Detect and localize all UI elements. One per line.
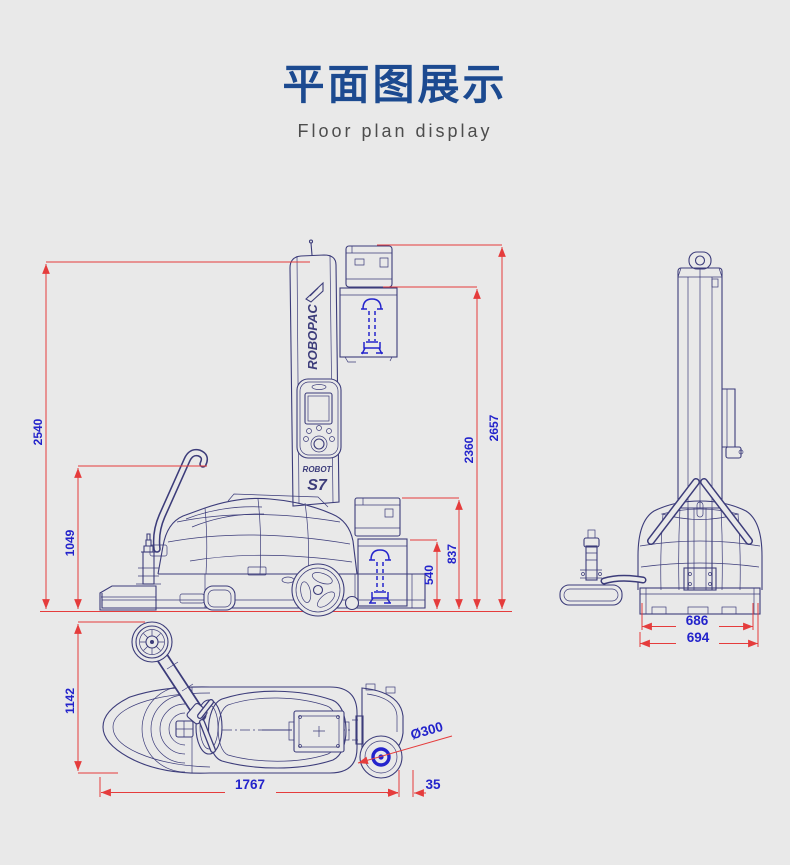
model-name-text: S7 <box>307 477 328 494</box>
probe-foot-pad <box>559 584 623 606</box>
dim-label-2360: 2360 <box>462 436 476 463</box>
dim-label-1767: 1767 <box>235 777 265 792</box>
page-title: 平面图展示 <box>282 61 508 108</box>
front-view-bracket <box>722 388 744 459</box>
side-view-probe <box>99 533 161 611</box>
dim-label-1142: 1142 <box>63 688 77 714</box>
front-view-handles <box>647 478 753 591</box>
dimension-handle-height: 1049 <box>63 465 207 609</box>
dim-label-694: 694 <box>687 630 710 645</box>
top-view-dimensions: 1142 1767 35 Ø300 <box>63 621 453 797</box>
side-view-control-panel <box>296 378 342 459</box>
floor-plan-drawing: ROBOPAC ROBOT S7 <box>0 228 790 865</box>
front-view-base <box>639 587 761 615</box>
dimension-rear-offset: 35 <box>387 777 441 797</box>
side-view-base <box>101 566 426 611</box>
film-carriage-raised <box>339 245 398 363</box>
brand-logo-text: ROBOPAC <box>305 304 320 370</box>
dim-label-2540: 2540 <box>31 418 45 445</box>
top-view-carriage <box>288 710 350 753</box>
cad-drawing-svg: ROBOPAC ROBOT S7 <box>31 239 763 797</box>
dim-label-2657: 2657 <box>487 414 501 441</box>
side-view-dimensions: 2540 1049 2657 2360 <box>31 244 506 609</box>
page-header: 平面图展示 Floor plan display <box>0 0 790 142</box>
antenna <box>310 242 313 256</box>
page-subtitle: Floor plan display <box>297 121 493 141</box>
roller-hub <box>371 747 391 767</box>
front-view-probe-arm <box>559 529 647 606</box>
dim-label-540: 540 <box>422 565 436 585</box>
dimension-film-carriage-height: 540 <box>410 539 441 609</box>
film-roll-symbol-lowered <box>369 549 391 604</box>
dimension-max-height: 2657 <box>377 244 506 609</box>
front-view: 686 694 <box>559 251 763 648</box>
side-view-handle <box>149 448 209 557</box>
side-view-mast: ROBOPAC <box>289 239 340 507</box>
top-view-steering <box>131 621 216 753</box>
dim-label-686: 686 <box>686 613 709 628</box>
dimension-overall-width: 694 <box>640 630 758 648</box>
lifting-eye <box>688 251 712 270</box>
side-view-body <box>157 493 358 575</box>
dim-label-837: 837 <box>445 544 459 564</box>
top-view-roller-wheel <box>359 735 403 779</box>
dimension-overall-length: 1767 <box>99 770 414 797</box>
front-view-dimensions: 686 694 <box>639 603 759 648</box>
side-view-drive-wheel <box>291 563 360 617</box>
front-view-mast <box>677 251 723 509</box>
dimension-base-width: 686 <box>642 613 753 631</box>
robopac-flag-icon <box>305 281 324 303</box>
dimension-overall-height: 2540 <box>31 261 310 609</box>
side-view: ROBOPAC ROBOT S7 <box>31 239 512 617</box>
model-series-text: ROBOT <box>303 465 333 474</box>
caster-wheel <box>203 585 236 611</box>
dimension-top-overall-width: 1142 <box>63 621 145 774</box>
dimension-film-unit-height: 837 <box>402 497 463 609</box>
dim-label-35: 35 <box>425 777 441 792</box>
film-carriage-lowered <box>354 497 408 607</box>
dim-label-1049: 1049 <box>63 529 77 556</box>
film-roll-symbol-raised <box>361 298 383 355</box>
top-view: 1142 1767 35 Ø300 <box>63 621 453 797</box>
dimension-carriage-raised-height: 2360 <box>383 286 481 609</box>
dim-label-roller-diameter: Ø300 <box>409 719 445 743</box>
panel-screen <box>304 392 333 425</box>
front-view-body <box>637 500 763 591</box>
